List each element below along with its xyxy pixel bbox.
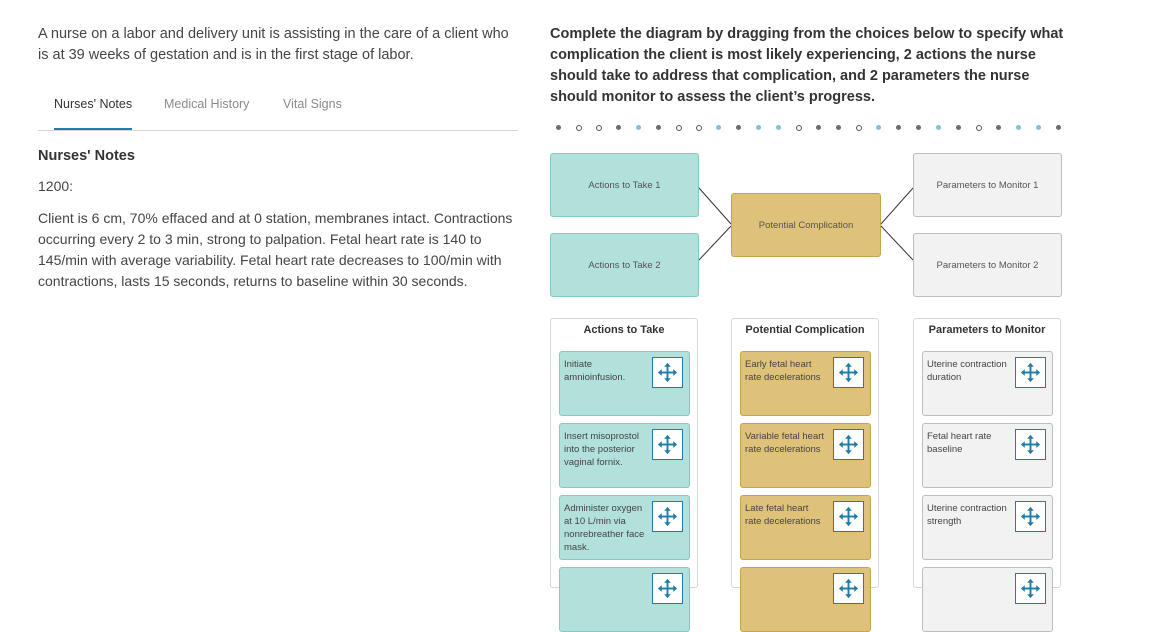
move-icon[interactable] [1015, 573, 1046, 604]
separator-dot [936, 125, 941, 130]
separator-dot [1036, 125, 1041, 130]
choice-card-text: Late fetal heart rate decelerations [745, 503, 821, 527]
complication-column-header: Potential Complication [745, 324, 865, 336]
choice-card-parameter[interactable]: Uterine contraction strength [922, 495, 1053, 560]
move-icon[interactable] [833, 501, 864, 532]
separator-dot [756, 125, 761, 130]
move-icon[interactable] [652, 501, 683, 532]
separator-dot [856, 124, 862, 131]
move-icon[interactable] [1015, 501, 1046, 532]
separator-dot [1016, 125, 1021, 130]
drop-slot-parameter-2[interactable]: Parameters to Monitor 2 [913, 233, 1062, 297]
choice-card-action[interactable]: Insert misoprostol into the posterior va… [559, 423, 690, 488]
choice-card-text: Variable fetal heart rate decelerations [745, 431, 825, 455]
parameters-choices-column: Parameters to Monitor Uterine contractio… [913, 318, 1061, 632]
separator-dot [696, 124, 702, 131]
choice-card-text: Uterine contraction duration [927, 359, 1007, 383]
drop-slot-action-1[interactable]: Actions to Take 1 [550, 153, 699, 217]
separator-dot [716, 125, 721, 130]
separator-dot [676, 124, 682, 131]
separator-dot [916, 125, 921, 130]
move-icon[interactable] [652, 429, 683, 460]
move-icon[interactable] [652, 357, 683, 388]
separator-dot [1056, 125, 1061, 130]
choice-card-action[interactable] [559, 567, 690, 632]
tab-bar: Nurses' Notes Medical History Vital Sign… [38, 90, 518, 131]
tab-nurses-notes[interactable]: Nurses' Notes [54, 90, 133, 130]
choice-card-action[interactable]: Initiate amnioinfusion. [559, 351, 690, 416]
choice-card-complication[interactable] [740, 567, 871, 632]
complication-choices-column: Potential Complication Early fetal heart… [731, 318, 879, 632]
move-icon[interactable] [652, 573, 683, 604]
choice-card-action[interactable]: Administer oxygen at 10 L/min via nonreb… [559, 495, 690, 560]
move-icon[interactable] [833, 573, 864, 604]
separator-dot [576, 124, 582, 131]
notes-time: 1200: [38, 178, 74, 194]
drop-slot-parameter-1[interactable]: Parameters to Monitor 1 [913, 153, 1062, 217]
parameters-column-header: Parameters to Monitor [928, 324, 1046, 336]
dotted-separator [556, 124, 1066, 135]
choice-card-complication[interactable]: Early fetal heart rate decelerations [740, 351, 871, 416]
choice-card-complication[interactable]: Late fetal heart rate decelerations [740, 495, 871, 560]
choice-card-text: Fetal heart rate baseline [927, 431, 992, 455]
separator-dot [796, 124, 802, 131]
instructions: Complete the diagram by dragging from th… [550, 26, 1064, 105]
move-icon[interactable] [833, 357, 864, 388]
separator-dot [596, 124, 602, 131]
separator-dot [996, 125, 1001, 130]
choice-card-text: Insert misoprostol into the posterior va… [564, 431, 639, 468]
tab-vital-signs[interactable]: Vital Signs [283, 97, 342, 111]
notes-body: Client is 6 cm, 70% effaced and at 0 sta… [38, 210, 513, 289]
choice-card-parameter[interactable]: Uterine contraction duration [922, 351, 1053, 416]
separator-dot [956, 125, 961, 130]
choice-card-parameter[interactable]: Fetal heart rate baseline [922, 423, 1053, 488]
actions-choices-column: Actions to Take Initiate amnioinfusion. … [550, 318, 698, 632]
separator-dot [816, 125, 821, 130]
choice-card-text: Administer oxygen at 10 L/min via nonreb… [564, 503, 645, 553]
separator-dot [656, 125, 661, 130]
move-icon[interactable] [833, 429, 864, 460]
move-icon[interactable] [1015, 429, 1046, 460]
choice-card-complication[interactable]: Variable fetal heart rate decelerations [740, 423, 871, 488]
separator-dot [636, 125, 641, 130]
separator-dot [616, 125, 621, 130]
move-icon[interactable] [1015, 357, 1046, 388]
scenario-text: A nurse on a labor and delivery unit is … [38, 26, 509, 63]
tab-medical-history[interactable]: Medical History [164, 97, 250, 111]
drop-slot-action-2[interactable]: Actions to Take 2 [550, 233, 699, 297]
separator-dot [556, 125, 561, 130]
separator-dot [876, 125, 881, 130]
actions-column-header: Actions to Take [583, 324, 665, 336]
choice-card-text: Initiate amnioinfusion. [564, 359, 626, 383]
choice-card-text: Uterine contraction strength [927, 503, 1007, 527]
separator-dot [836, 125, 841, 130]
diagram-connectors [698, 187, 914, 261]
separator-dot [976, 124, 982, 131]
separator-dot [736, 125, 741, 130]
choice-card-text: Early fetal heart rate decelerations [745, 359, 821, 383]
separator-dot [776, 125, 781, 130]
drop-slot-complication[interactable]: Potential Complication [731, 193, 881, 257]
choice-card-parameter[interactable] [922, 567, 1053, 632]
notes-heading: Nurses' Notes [38, 148, 135, 164]
separator-dot [896, 125, 901, 130]
